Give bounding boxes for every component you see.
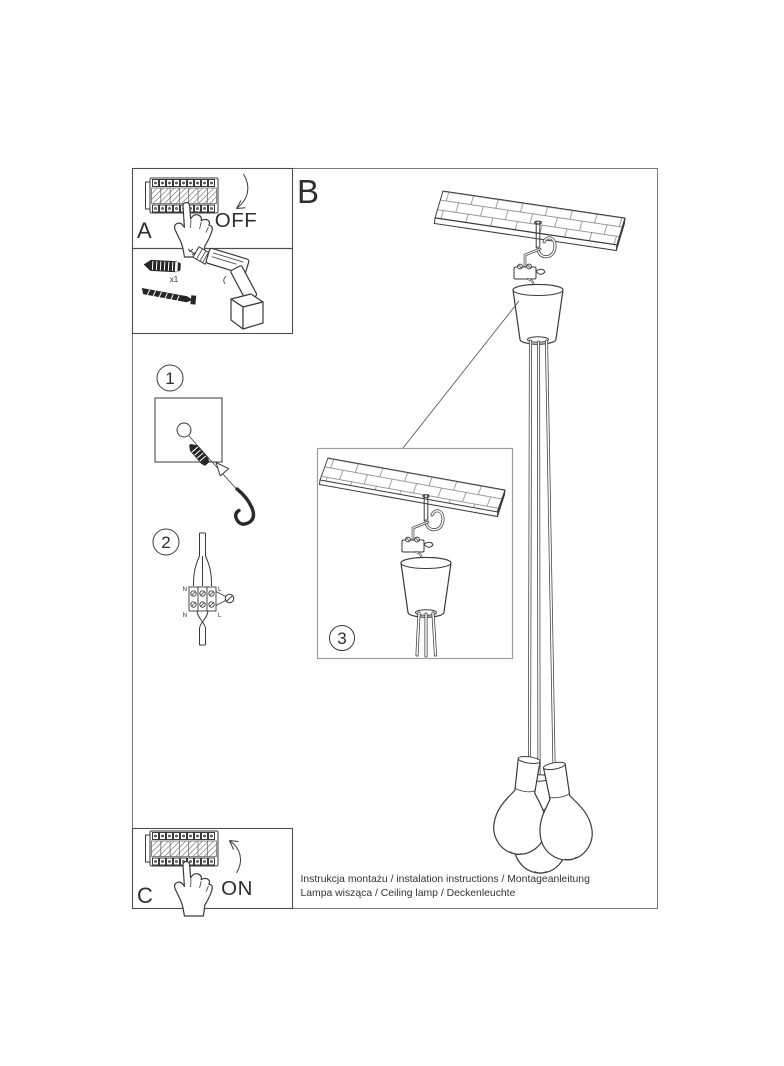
step-3-detail-inset: 3 [316,447,514,660]
mains-cable-icon [193,532,212,587]
panel-on-step: C ON [137,830,253,917]
curved-arrow-up-icon [229,840,242,874]
lamp-cable-icon [196,610,209,646]
drill-icon [187,246,264,330]
terminal-block-icon [188,586,217,612]
footer: Instrukcja montażu / instalation instruc… [301,874,591,899]
wall-plug-anchor-icon [143,259,181,273]
section-b-main: B [297,173,626,875]
step-1-hook-install: 1 [154,364,256,526]
off-label: OFF [215,209,258,232]
on-label: ON [221,877,253,900]
sheet-frame [132,168,658,909]
inset-ceiling-panel-icon [318,457,506,518]
detail-leader-line [402,300,520,449]
curved-arrow-down-icon [236,173,249,209]
screw-icon [141,287,197,305]
anchor-quantity-label: x1 [170,275,179,284]
insert-arrow-icon [215,462,230,477]
footer-line-1: Instrukcja montażu / instalation instruc… [301,874,591,885]
step-2-wiring: 2 N L N L [152,528,235,646]
pendant-cables [528,339,556,778]
ceiling-panel-icon [433,190,626,252]
step-1-badge [156,364,184,392]
ceiling-hook-icon [233,487,256,526]
ceiling-square [154,397,223,463]
letter-a-label: A [137,218,152,243]
tools-illustrations: x1 [141,246,264,330]
letter-b-label: B [297,173,319,210]
inset-cable-stubs [415,611,437,658]
screwdriver-icon [215,591,235,606]
box-c [131,827,294,910]
step-3-number: 3 [337,629,346,648]
hook-hole-icon [534,220,542,225]
letter-c-label: C [137,883,153,908]
step-1-number: 1 [165,369,174,388]
drill-hole-icon [176,422,192,438]
terminal-label-l-top: L [218,587,222,593]
terminal-label-l-bottom: L [218,613,222,619]
terminal-label-n-top: N [183,587,187,593]
terminal-label-n-bottom: N [183,613,187,619]
step-2-badge [152,528,180,556]
inset-box [316,447,514,660]
panel-off-step: A OFF [137,173,258,258]
step-2-number: 2 [161,533,170,552]
inset-suspension [399,492,453,619]
insert-guide-line [188,435,240,493]
step-3-badge [329,625,355,651]
footer-line-2: Lampa wisząca / Ceiling lamp / Deckenleu… [301,888,516,899]
wall-anchor-icon [189,443,210,466]
